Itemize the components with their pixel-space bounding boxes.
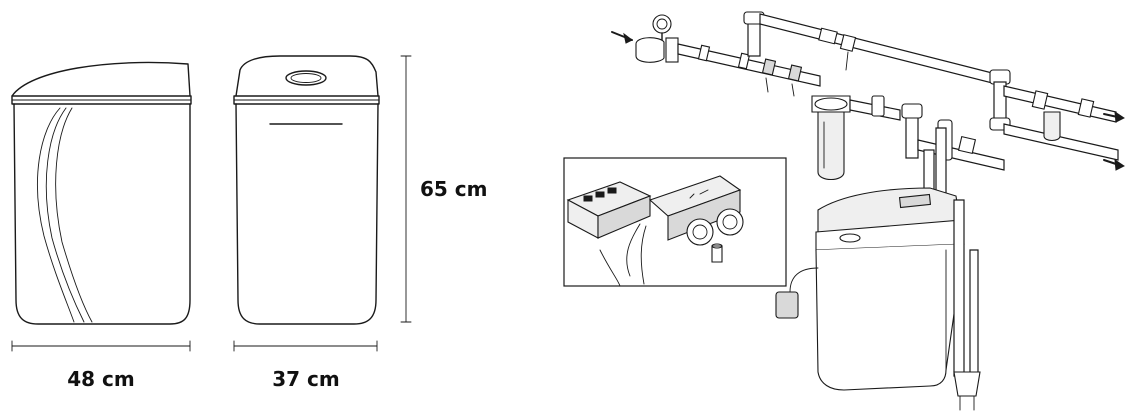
side-lid-dome bbox=[11, 61, 191, 97]
power-adapter bbox=[775, 291, 799, 319]
softener-body bbox=[815, 243, 965, 391]
front-lid bbox=[235, 55, 379, 97]
softener-side-view bbox=[11, 61, 192, 325]
width-label: 48 cm bbox=[67, 367, 135, 391]
pressure-gauge bbox=[652, 14, 672, 34]
pressure-reducer bbox=[635, 37, 665, 63]
dimension-height bbox=[400, 55, 412, 323]
height-label: 65 cm bbox=[420, 177, 488, 201]
drain-funnel bbox=[953, 371, 981, 397]
dimension-depth bbox=[233, 340, 378, 352]
installation-pipework bbox=[611, 11, 1125, 197]
valve-detail-inset bbox=[563, 157, 787, 287]
outlet-pipe-lower bbox=[1003, 123, 1119, 161]
side-body bbox=[13, 103, 191, 325]
installed-softener bbox=[775, 187, 981, 411]
softener-front-view bbox=[233, 55, 380, 325]
sediment-filter bbox=[817, 111, 845, 181]
front-body bbox=[235, 103, 379, 325]
depth-label: 37 cm bbox=[272, 367, 340, 391]
dimension-width bbox=[11, 340, 191, 352]
